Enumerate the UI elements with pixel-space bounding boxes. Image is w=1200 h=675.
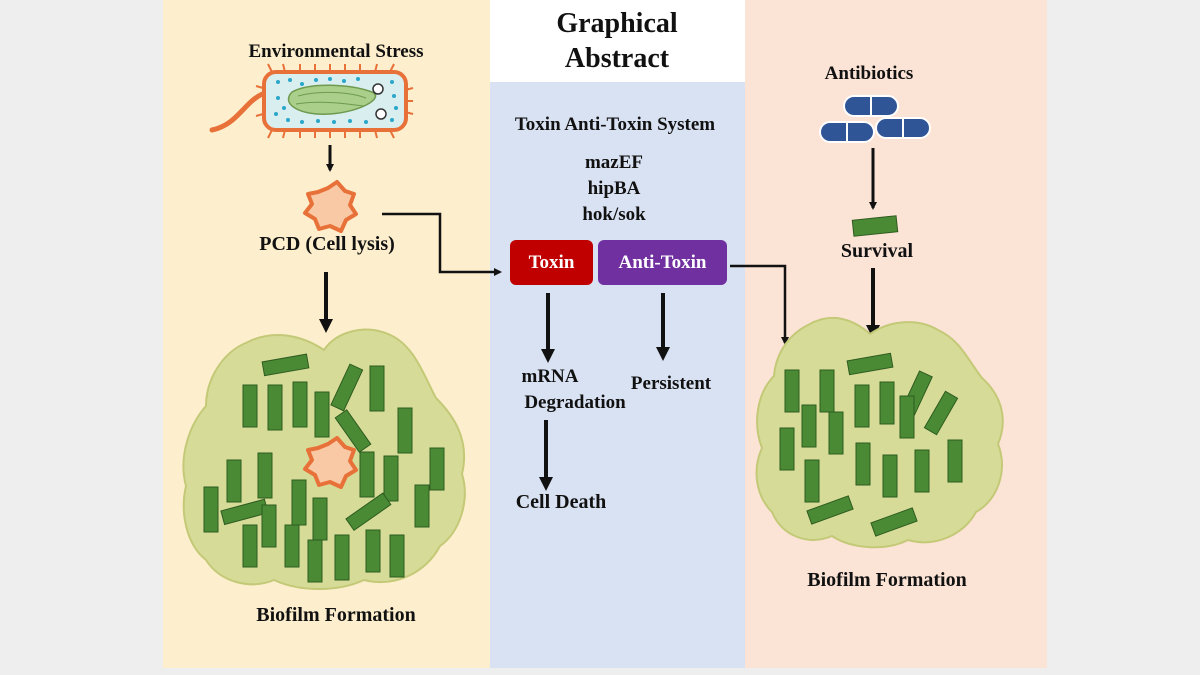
- left-panel: [163, 0, 490, 668]
- environmental-stress-label: Environmental Stress: [248, 41, 424, 62]
- antibiotics-label: Antibiotics: [824, 63, 914, 84]
- pcd-label: PCD (Cell lysis): [259, 233, 395, 255]
- page-title-line2: Abstract: [564, 43, 670, 74]
- gene-hoksok: hok/sok: [582, 204, 646, 225]
- title-box: [490, 0, 745, 82]
- right-biofilm-label: Biofilm Formation: [807, 569, 967, 591]
- gene-hipba: hipBA: [587, 178, 641, 199]
- mrna-label: mRNA: [521, 366, 579, 387]
- center-panel: [490, 0, 745, 668]
- toxin-box: Toxin: [510, 240, 593, 285]
- persistent-label: Persistent: [630, 373, 712, 394]
- ta-system-label: Toxin Anti-Toxin System: [514, 114, 716, 135]
- left-biofilm-label: Biofilm Formation: [256, 604, 416, 626]
- antitoxin-box: Anti-Toxin: [598, 240, 727, 285]
- cell-death-label: Cell Death: [515, 491, 607, 513]
- degradation-label: Degradation: [524, 392, 626, 413]
- page-title-line1: Graphical: [556, 8, 678, 39]
- gene-mazef: mazEF: [584, 152, 644, 173]
- survival-label: Survival: [840, 240, 914, 262]
- right-panel: [745, 0, 1047, 668]
